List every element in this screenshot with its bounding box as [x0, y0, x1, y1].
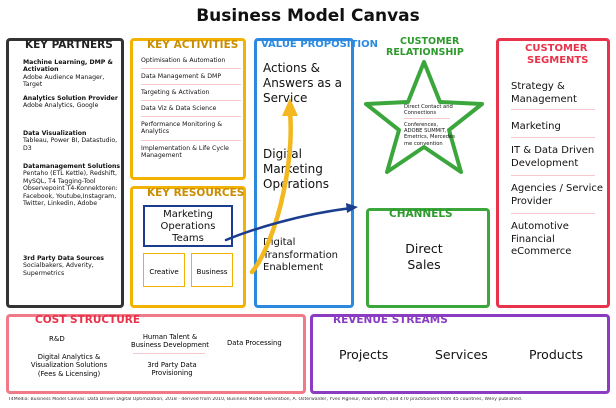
cost-structure-header: COST STRUCTURE — [35, 314, 140, 326]
customer-segments-header-2: SEGMENTS — [527, 55, 589, 66]
value-item-3: Digital Transformation Enablement — [263, 237, 339, 273]
customer-relationship-header-2: RELATIONSHIP — [386, 47, 464, 58]
partner-group-title: Machine Learning, DMP & Activation — [23, 59, 113, 74]
revenue-item: Services — [435, 347, 488, 362]
cost-item: Digital Analytics & Visualization Soluti… — [30, 353, 108, 378]
revenue-item: Projects — [339, 347, 389, 362]
cost-item: 3rd Party Data Provisioning — [147, 361, 197, 378]
activity-item: Data Management & DMP — [141, 73, 222, 80]
segment-item: Marketing — [511, 121, 561, 132]
partner-group-body: Adobe Audience Manager, Target — [23, 73, 105, 89]
channels-block: CHANNELS Direct Sales — [366, 208, 490, 308]
key-resources-right-label: Business — [196, 268, 228, 276]
partner-group-body: Adobe Analytics, Google — [23, 102, 99, 110]
key-partners-header: KEY PARTNERS — [25, 39, 113, 51]
key-activities-block: KEY ACTIVITIES Optimisation & Automation… — [130, 38, 246, 180]
footer-credit: T4Media: Business Model Canvas: Data Dri… — [8, 397, 523, 402]
customer-relationship-block: CUSTOMER RELATIONSHIP Direct Contact and… — [360, 34, 490, 200]
star-shape — [364, 60, 484, 174]
relationship-line-2: Conferences, ADOBE SUMMIT, Emetrics, Mer… — [404, 122, 455, 147]
partner-group: Analytics Solution Provider Adobe Analyt… — [23, 95, 123, 110]
key-partners-block: KEY PARTNERS Machine Learning, DMP & Act… — [6, 38, 124, 308]
partner-group-body: Tableau, Power BI, Datastudio, D3 — [23, 137, 118, 152]
customer-segments-header-1: CUSTOMER — [525, 43, 588, 54]
partner-group-body: Socialbakers, Adverity, Supermetrics — [23, 262, 94, 277]
partner-group-title: Data Visualization — [23, 130, 87, 137]
segment-item: IT & Data Driven Development — [511, 145, 595, 169]
segment-item: Strategy & Management — [511, 81, 577, 105]
cost-item: Data Processing — [227, 339, 282, 347]
value-item-2: Digital Marketing Operations — [263, 147, 329, 191]
activity-item: Data Viz & Data Science — [141, 105, 217, 112]
revenue-streams-header: REVENUE STREAMS — [333, 314, 448, 326]
partner-group-title: Datamanagement Solutions — [23, 163, 121, 170]
partner-group: 3rd Party Data Sources Socialbakers, Adv… — [23, 255, 123, 277]
segment-item: Automotive Financial eCommerce — [511, 221, 572, 257]
key-resources-main-label: Marketing Operations Teams — [160, 209, 216, 244]
revenue-streams-block: REVENUE STREAMS Projects Services Produc… — [310, 314, 610, 394]
activity-item: Performance Monitoring & Analytics — [141, 121, 223, 136]
key-resources-left-label: Creative — [149, 268, 179, 276]
cost-structure-block: COST STRUCTURE R&D Digital Analytics & V… — [6, 314, 306, 394]
value-item-1: Actions & Answers as a Service — [263, 61, 343, 105]
customer-relationship-header-1: CUSTOMER — [400, 36, 460, 47]
partner-group: Machine Learning, DMP & Activation Adobe… — [23, 59, 123, 89]
key-resources-right-box: Business — [191, 253, 233, 287]
page-title: Business Model Canvas — [196, 6, 420, 26]
cost-item: R&D — [49, 335, 65, 343]
revenue-item: Products — [529, 347, 583, 362]
channels-header: CHANNELS — [389, 208, 453, 220]
key-resources-main-box: Marketing Operations Teams — [143, 205, 233, 247]
customer-segments-block: CUSTOMER SEGMENTS Strategy & Management … — [496, 38, 610, 308]
value-proposition-block: VALUE PROPOSITION Actions & Answers as a… — [254, 38, 378, 308]
key-resources-left-box: Creative — [143, 253, 185, 287]
activity-item: Optimisation & Automation — [141, 57, 226, 64]
key-activities-header: KEY ACTIVITIES — [147, 39, 239, 51]
activity-item: Implementation & Life Cycle Management — [141, 145, 229, 160]
key-resources-header: KEY RESOURCES — [147, 187, 245, 199]
channels-body: Direct Sales — [405, 241, 443, 272]
partner-group-title: 3rd Party Data Sources — [23, 255, 104, 262]
partner-group-body: Pentaho (ETL Kettle), Redshift, MySQL, T… — [23, 170, 118, 208]
partner-group: Data Visualization Tableau, Power BI, Da… — [23, 130, 123, 152]
key-resources-block: KEY RESOURCES Marketing Operations Teams… — [130, 186, 246, 308]
segment-item: Agencies / Service Provider — [511, 183, 604, 207]
activity-item: Targeting & Activation — [141, 89, 210, 96]
relationship-line-1: Direct Contact and Connections — [404, 104, 453, 117]
value-proposition-header: VALUE PROPOSITION — [261, 39, 378, 50]
partner-group-title: Analytics Solution Provider — [23, 95, 118, 102]
cost-item: Human Talent & Business Development — [131, 333, 209, 350]
partner-group: Datamanagement Solutions Pentaho (ETL Ke… — [23, 163, 123, 207]
